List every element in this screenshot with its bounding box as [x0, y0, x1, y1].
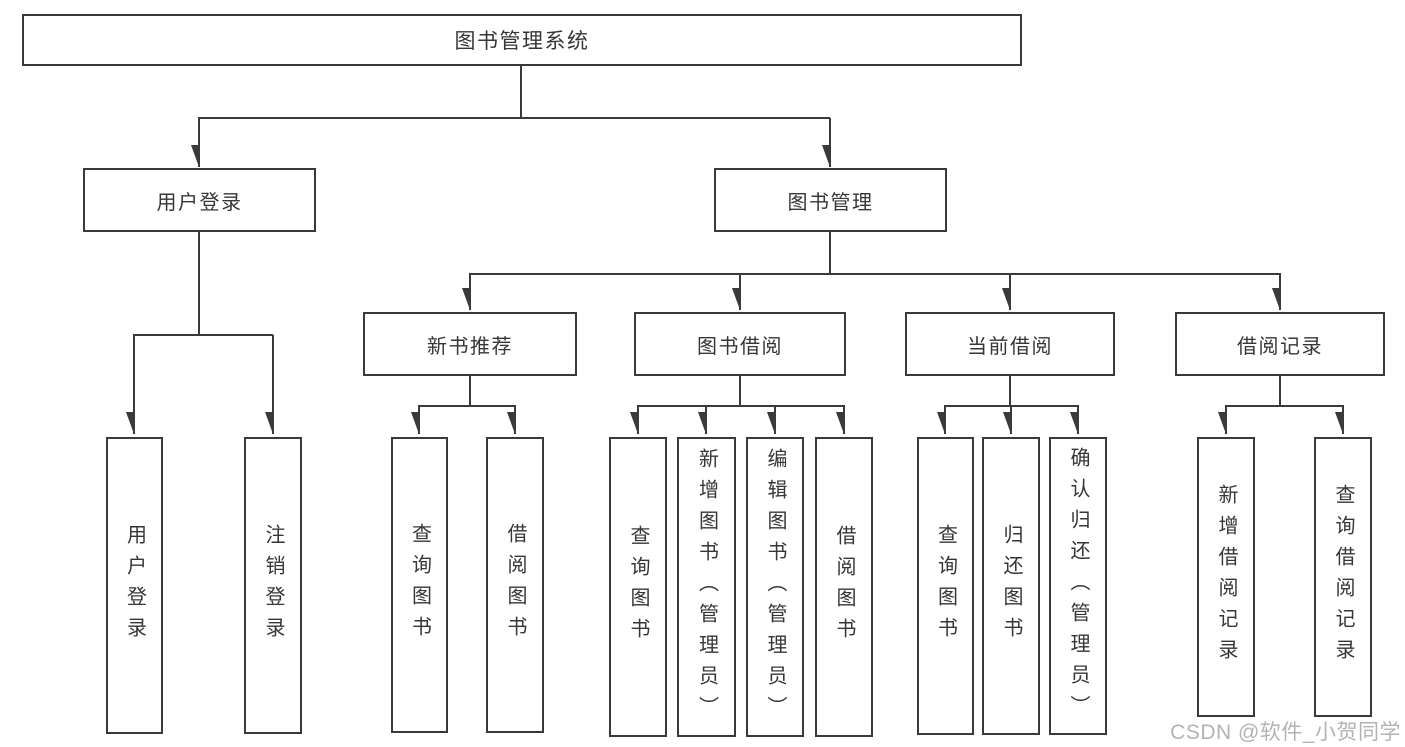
node-borrow-record: 借阅记录	[1175, 312, 1385, 376]
leaf-user-login: 用户登录	[106, 437, 163, 734]
leaf-current-query-book: 查询图书	[917, 437, 974, 735]
leaf-edit-book-admin: 编辑图书（管理员）	[746, 437, 804, 737]
node-current-borrow: 当前借阅	[905, 312, 1115, 376]
node-book-manage: 图书管理	[714, 168, 947, 232]
leaf-recommend-borrow-book: 借阅图书	[486, 437, 544, 733]
leaf-borrow-query-book: 查询图书	[609, 437, 667, 737]
leaf-recommend-query-book: 查询图书	[391, 437, 448, 733]
leaf-add-borrow-record: 新增借阅记录	[1197, 437, 1255, 717]
watermark: CSDN @软件_小贺同学	[1170, 721, 1401, 744]
node-user-login: 用户登录	[83, 168, 316, 232]
leaf-borrow-book: 借阅图书	[815, 437, 873, 737]
leaf-return-book: 归还图书	[982, 437, 1040, 735]
leaf-query-borrow-record: 查询借阅记录	[1314, 437, 1372, 717]
node-book-borrow: 图书借阅	[634, 312, 846, 376]
node-new-book-recommend: 新书推荐	[363, 312, 577, 376]
leaf-logout: 注销登录	[244, 437, 302, 734]
node-root-system: 图书管理系统	[22, 14, 1022, 66]
leaf-add-book-admin: 新增图书（管理员）	[677, 437, 736, 737]
leaf-confirm-return-admin: 确认归还（管理员）	[1049, 437, 1107, 735]
